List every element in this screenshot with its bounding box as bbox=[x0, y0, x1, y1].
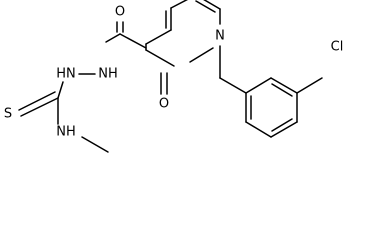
bond-c6-c7 bbox=[203, 0, 221, 10]
thiourea bbox=[18, 81, 109, 153]
bond-ar1-ar2 bbox=[245, 77, 272, 94]
bond-cthio-s bbox=[20, 97, 59, 117]
bond-c5-c6 bbox=[170, 0, 189, 9]
bond-c2-c3 bbox=[145, 49, 175, 67]
bond-n1-c2 bbox=[189, 47, 214, 63]
hydrazide-nh-label-right: NH bbox=[98, 67, 118, 82]
bond-nh-methyl bbox=[81, 136, 109, 153]
amide-carbonyl bbox=[105, 21, 147, 49]
bond-c6-c7-inner bbox=[195, 0, 216, 13]
hydrazide-nh-label-left: HN bbox=[56, 67, 76, 82]
benzyl-group bbox=[219, 45, 247, 94]
amine-nh-label: NH bbox=[56, 125, 76, 140]
chlorophenyl-ring bbox=[245, 77, 323, 138]
ring-oxygen-label: O bbox=[159, 97, 169, 112]
bond-ar3-cl bbox=[296, 77, 323, 94]
bond-camide-nh bbox=[105, 33, 121, 43]
bond-ar4-ar5-inner bbox=[271, 118, 293, 132]
chlorine-atom-label: Cl bbox=[331, 40, 344, 55]
sulfur-atom-label: S bbox=[4, 107, 12, 122]
bond-cthio-s-double bbox=[18, 91, 56, 111]
pyridinone-ring bbox=[145, 0, 221, 67]
ring-nitrogen-label: N bbox=[215, 29, 225, 44]
bond-ar4-ar5 bbox=[270, 121, 298, 138]
bond-ch2-aryl bbox=[219, 77, 247, 94]
bond-ar5-ar6 bbox=[245, 121, 272, 138]
bond-c3-c4 bbox=[145, 29, 172, 45]
ring-carbonyl bbox=[160, 72, 168, 95]
amide-oxygen-label: O bbox=[115, 5, 125, 20]
bond-nh-cthio bbox=[57, 81, 64, 99]
bond-ar2-ar3-inner bbox=[271, 83, 293, 97]
structure-drawing: Cl O HN NH N O S NH bbox=[4, 0, 344, 153]
bond-ar2-ar3 bbox=[270, 77, 298, 94]
bond-c3-camide bbox=[119, 33, 147, 49]
